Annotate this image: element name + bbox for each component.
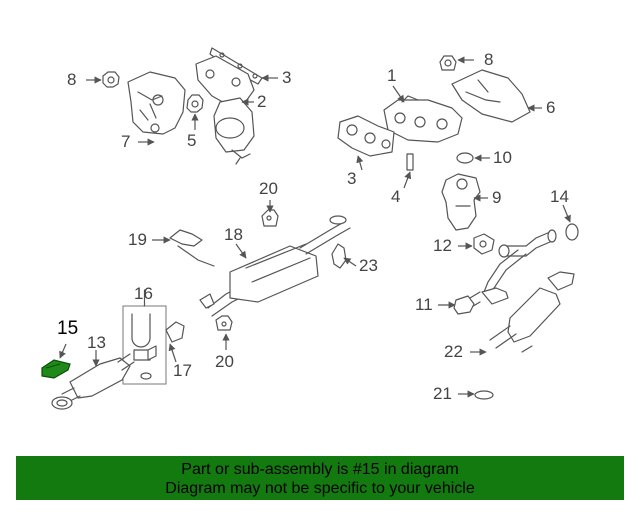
leader-lines (59, 56, 571, 398)
part-4-stud (406, 153, 414, 171)
part-8-nut-left (102, 71, 120, 88)
part-21-gasket (474, 390, 494, 400)
callout-21[interactable]: 21 (433, 384, 452, 403)
part-1-exhaust-manifold (383, 95, 463, 143)
callout-12[interactable]: 12 (433, 236, 452, 255)
part-8-nut-right (439, 55, 457, 71)
part-22-rear-muffler (489, 271, 575, 353)
part-9-converter (441, 173, 481, 231)
callout-20[interactable]: 20 (259, 179, 278, 198)
callout-15-highlighted[interactable]: 15 (57, 318, 79, 339)
callout-10[interactable]: 10 (493, 148, 512, 167)
callout-11[interactable]: 11 (415, 295, 433, 314)
callout-17[interactable]: 17 (173, 361, 192, 380)
callout-18[interactable]: 18 (224, 225, 243, 244)
part-20-hanger-top (261, 209, 279, 227)
part-11-front-pipe (453, 229, 557, 315)
part-16-clamp-kit (122, 289, 167, 385)
callout-16[interactable]: 16 (134, 284, 153, 303)
callout-3[interactable]: 3 (347, 169, 357, 188)
callout-20[interactable]: 20 (215, 352, 234, 371)
callout-1[interactable]: 1 (387, 66, 397, 85)
part-5-nut (186, 94, 204, 113)
part-17-clamp (165, 321, 185, 343)
info-banner: Part or sub-assembly is #15 in diagram D… (16, 456, 624, 500)
part-6-heat-shield (451, 69, 531, 123)
part-18-center-muffler (199, 215, 351, 317)
callout-13[interactable]: 13 (87, 333, 106, 352)
part-20-hanger-bottom (215, 315, 233, 331)
callout-14[interactable]: 14 (550, 187, 569, 206)
part-3-gasket-lower (337, 115, 395, 157)
callout-8[interactable]: 8 (67, 70, 77, 89)
part-2-exhaust-manifold (195, 55, 255, 165)
part-19-bracket (169, 229, 215, 267)
callout-23[interactable]: 23 (359, 256, 378, 275)
part-12-gasket (473, 233, 495, 255)
part-7-heat-shield (127, 71, 186, 135)
callout-6[interactable]: 6 (546, 98, 556, 117)
callout-7[interactable]: 7 (121, 132, 131, 151)
part-15-bracket-highlighted (41, 359, 71, 379)
part-14-gasket (565, 223, 579, 241)
callout-3[interactable]: 3 (282, 68, 292, 87)
callout-9[interactable]: 9 (492, 188, 502, 207)
callout-4[interactable]: 4 (391, 187, 401, 206)
part-23-hanger (331, 243, 347, 269)
part-13-front-pipe (51, 353, 135, 410)
callout-2[interactable]: 2 (257, 92, 267, 111)
banner-line-part: Part or sub-assembly is #15 in diagram (181, 461, 459, 478)
banner-line-disclaimer: Diagram may not be specific to your vehi… (165, 480, 475, 497)
callout-22[interactable]: 22 (444, 342, 463, 361)
callout-8[interactable]: 8 (484, 50, 494, 69)
part-10-gasket (456, 152, 474, 164)
callout-5[interactable]: 5 (187, 131, 197, 150)
callout-19[interactable]: 19 (128, 230, 147, 249)
